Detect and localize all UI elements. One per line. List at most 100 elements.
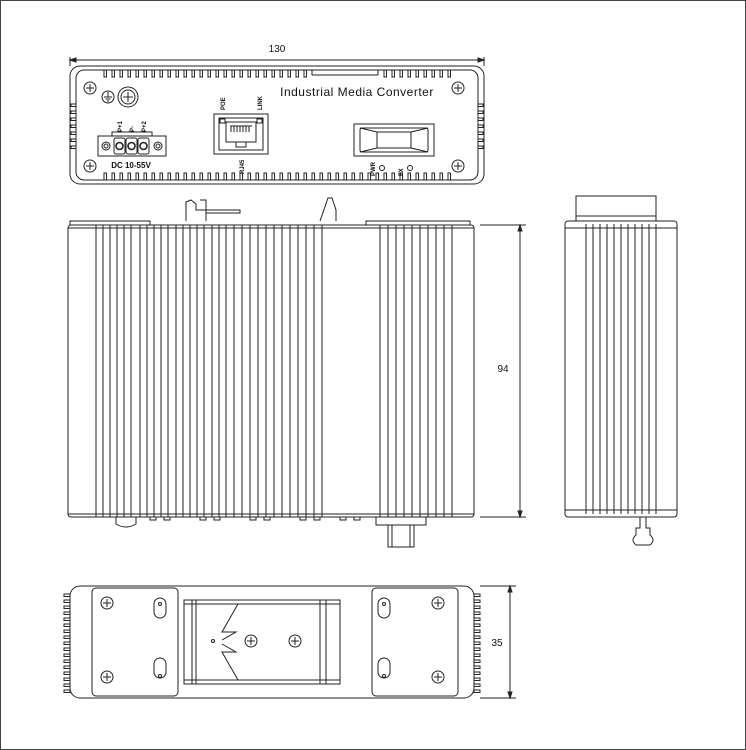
fin-slot <box>70 131 77 135</box>
fin-slot <box>63 683 71 687</box>
fin-slot <box>151 69 155 78</box>
fin-slot <box>223 172 227 181</box>
screw-icon <box>100 670 114 684</box>
fin-slot <box>473 653 481 657</box>
fx-led-icon <box>407 165 413 171</box>
fin-slot <box>119 69 123 78</box>
fin-slot <box>335 172 339 181</box>
din-rail-bracket <box>183 599 341 685</box>
fin-slot <box>391 172 395 181</box>
mount-plate-right <box>371 587 459 697</box>
fin-slot <box>473 599 481 603</box>
fin-slot <box>215 69 219 78</box>
end-connector <box>632 517 654 546</box>
bottom-connectors <box>149 516 361 521</box>
ground-icon <box>101 90 115 104</box>
connector-pin <box>249 516 257 521</box>
fin-slot <box>63 647 71 651</box>
fin-slot <box>255 172 259 181</box>
front-panel-outline <box>69 65 485 185</box>
screw-icon <box>83 159 97 173</box>
keyhole-icon <box>377 597 391 619</box>
front-panel-view: 130 <box>68 44 486 185</box>
fin-slot <box>311 172 315 181</box>
fin-slot <box>473 617 481 621</box>
arrow-right <box>477 57 486 63</box>
fin-slot <box>239 172 243 181</box>
pwr-label: PWR <box>371 161 377 176</box>
fin-slot <box>473 605 481 609</box>
ground-screw-side <box>115 517 137 528</box>
link-label: LINK <box>258 95 264 110</box>
din-spring-lower <box>221 643 239 681</box>
fin-slot <box>431 172 435 181</box>
fin-slot <box>473 611 481 615</box>
connector-pin <box>213 516 221 521</box>
din-clip-left <box>185 199 241 221</box>
fin-slot <box>63 617 71 621</box>
keyhole-icon <box>153 597 167 619</box>
fin-slot <box>473 683 481 687</box>
fx-label: FX <box>399 168 405 176</box>
fin-slot <box>247 69 251 78</box>
fin-slot <box>399 69 403 78</box>
fin-slot <box>183 172 187 181</box>
fin-slot <box>303 172 307 181</box>
fin-slot <box>183 69 187 78</box>
fin-slot <box>477 145 484 149</box>
mount-plate-left <box>91 587 179 697</box>
fin-slot <box>447 172 451 181</box>
bottom-fins <box>103 172 451 181</box>
top-lip-right <box>365 220 471 226</box>
fin-slot <box>415 69 419 78</box>
fin-slot <box>167 172 171 181</box>
rj45-port-icon <box>213 113 269 155</box>
power-input-label: DC 10-55V <box>111 161 151 170</box>
screw-icon <box>100 596 114 610</box>
fin-slot <box>231 69 235 78</box>
fin-slot <box>439 172 443 181</box>
fin-slot <box>70 124 77 128</box>
fin-slot <box>473 635 481 639</box>
fin-slot <box>477 124 484 128</box>
fin-slot <box>439 69 443 78</box>
fin-slot <box>63 611 71 615</box>
fin-slot <box>143 172 147 181</box>
fin-slot <box>111 172 115 181</box>
fin-slot <box>103 172 107 181</box>
fin-slot <box>473 671 481 675</box>
fin-slot <box>473 665 481 669</box>
fin-slot <box>70 110 77 114</box>
fin-slot <box>63 623 71 627</box>
connector-pin <box>263 516 271 521</box>
poe-label: POE <box>221 97 227 110</box>
fin-slot <box>271 69 275 78</box>
fin-slot <box>375 172 379 181</box>
fin-slot <box>63 665 71 669</box>
fin-slot <box>191 172 195 181</box>
fin-slot <box>191 69 195 78</box>
fin-slot <box>263 172 267 181</box>
connector-pin <box>353 516 361 521</box>
terminal-label-pminus: P- <box>130 126 136 132</box>
din-spring-upper <box>221 603 239 641</box>
arrow-left <box>68 57 77 63</box>
height-dimension: 94 <box>497 364 509 375</box>
fin-slot <box>399 172 403 181</box>
end-clip-block <box>575 195 657 222</box>
fin-slot <box>263 69 267 78</box>
fin-slot <box>351 172 355 181</box>
top-fins <box>103 69 451 78</box>
fin-slot <box>63 653 71 657</box>
fin-slot <box>127 172 131 181</box>
heatsink-fins-left <box>95 225 323 517</box>
fin-slot <box>415 172 419 181</box>
connector-pin <box>149 516 157 521</box>
fin-slot <box>207 69 211 78</box>
fin-slot <box>143 69 147 78</box>
fin-slot <box>423 69 427 78</box>
fin-slot <box>215 172 219 181</box>
